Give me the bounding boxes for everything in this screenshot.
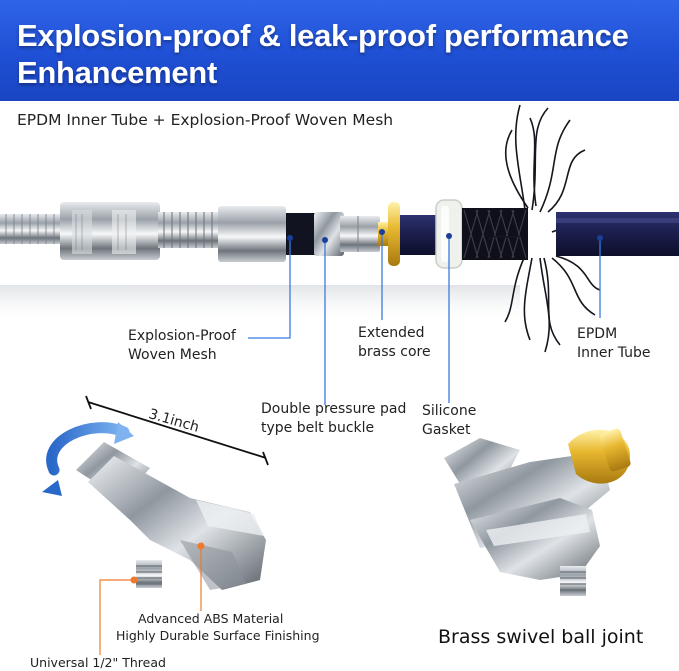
label-silicone-gasket-line-1: Silicone bbox=[422, 403, 477, 419]
label-thread: Universal 1/2" Thread bbox=[30, 655, 166, 670]
chrome-sleeve bbox=[218, 206, 286, 262]
swivel-joint-caption: Brass swivel ball joint bbox=[438, 626, 644, 648]
label-pressure-buckle: Double pressure pad type belt buckle bbox=[261, 400, 406, 438]
callout-leader-lines bbox=[248, 232, 601, 405]
banner-title-line-1: Explosion-proof & leak-proof performance bbox=[17, 18, 629, 53]
label-woven-mesh: Explosion-Proof Woven Mesh bbox=[128, 327, 236, 365]
label-brass-core: Extended brass core bbox=[358, 324, 431, 362]
callout-dots bbox=[287, 229, 603, 243]
frayed-fibers bbox=[487, 104, 603, 353]
bracket-callout-lines bbox=[99, 546, 202, 655]
title-banner: Explosion-proof & leak-proof performance… bbox=[0, 0, 679, 101]
label-pressure-buckle-line-1: Double pressure pad bbox=[261, 401, 407, 417]
braided-mesh bbox=[462, 208, 528, 260]
shower-arm-bracket bbox=[42, 422, 266, 590]
feature-subtitle: EPDM Inner Tube + Explosion-Proof Woven … bbox=[17, 111, 394, 129]
pressure-buckle bbox=[314, 212, 380, 256]
woven-mesh-section bbox=[286, 213, 318, 255]
label-surface-finish: Highly Durable Surface Finishing bbox=[116, 628, 320, 643]
orange-markers bbox=[130, 542, 205, 584]
inner-tube-segment bbox=[400, 215, 438, 255]
banner-title-line-2: Enhancement bbox=[17, 55, 217, 90]
stainless-steel-hose bbox=[0, 214, 66, 244]
label-silicone-gasket: Silicone Gasket bbox=[422, 402, 476, 440]
label-brass-core-line-2: brass core bbox=[358, 344, 431, 360]
ribbed-collar bbox=[158, 212, 220, 248]
label-woven-mesh-line-2: Woven Mesh bbox=[128, 347, 217, 363]
swivel-ball-joint bbox=[444, 428, 631, 596]
hex-nut-fitting bbox=[60, 202, 160, 260]
label-woven-mesh-line-1: Explosion-Proof bbox=[128, 328, 236, 344]
dimension-line bbox=[85, 395, 269, 466]
label-abs-material: Advanced ABS Material bbox=[138, 611, 284, 626]
hose-reflection bbox=[0, 285, 520, 325]
label-epdm-tube-line-1: EPDM bbox=[577, 326, 618, 342]
label-brass-core-line-1: Extended bbox=[358, 325, 425, 341]
label-silicone-gasket-line-2: Gasket bbox=[422, 422, 471, 438]
label-epdm-tube: EPDM Inner Tube bbox=[577, 325, 651, 363]
label-epdm-tube-line-2: Inner Tube bbox=[577, 345, 651, 361]
label-pressure-buckle-line-2: type belt buckle bbox=[261, 420, 375, 436]
